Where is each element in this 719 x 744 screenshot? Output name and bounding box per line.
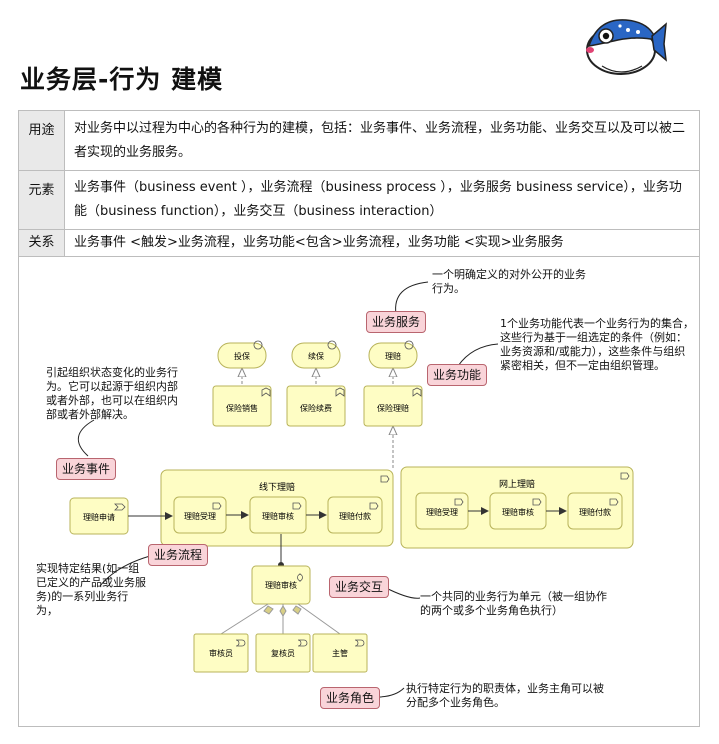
step-label: 理赔付款 xyxy=(579,507,611,517)
service-icon xyxy=(253,340,263,350)
tag-business-role: 业务角色 xyxy=(320,687,381,709)
note-business-interaction: 一个共同的业务行为单元（被一组协作的两个或多个业务角色执行） xyxy=(420,590,607,617)
step-label: 理赔付款 xyxy=(339,511,371,521)
event-icon xyxy=(114,503,126,511)
page-title: 业务层-行为 建模 xyxy=(20,65,224,94)
service-icon xyxy=(404,340,414,350)
function-icon xyxy=(335,387,345,397)
process-icon xyxy=(532,498,542,506)
role-label: 复核员 xyxy=(271,648,295,658)
row-value: 业务事件 <触发>业务流程，业务功能<包含>业务流程，业务功能 <实现>业务服务 xyxy=(64,229,700,257)
note-business-function: 1个业务功能代表一个业务行为的集合，这些行为基于一组选定的条件（例如：业务资源和… xyxy=(500,317,694,372)
note-business-process: 实现特定结果(如一组已定义的产品或业务服务)的一系列业务行为， xyxy=(36,562,146,617)
function-node-renewal xyxy=(286,385,346,427)
row-key: 用途 xyxy=(18,110,65,171)
process-icon xyxy=(380,475,390,483)
tag-business-service: 业务服务 xyxy=(366,311,427,333)
service-label: 投保 xyxy=(234,351,250,361)
table-row: 元素 业务事件（business event ），业务流程（business p… xyxy=(18,170,700,230)
event-label: 理赔申请 xyxy=(83,512,115,522)
service-node-underwriting xyxy=(217,342,267,369)
service-node-claims xyxy=(368,342,418,369)
service-icon xyxy=(327,340,337,350)
service-label: 续保 xyxy=(308,351,324,361)
step-label: 理赔审核 xyxy=(262,511,294,521)
function-node-sales xyxy=(212,385,272,427)
process-icon xyxy=(454,498,464,506)
function-node-claims xyxy=(363,385,423,427)
role-node-rechecker xyxy=(255,633,311,673)
step-label: 理赔受理 xyxy=(426,507,458,517)
process-icon xyxy=(620,472,630,480)
interaction-label: 理赔审核 xyxy=(265,580,297,590)
function-label: 保险理赔 xyxy=(377,403,409,413)
role-icon xyxy=(354,639,365,647)
offline-step-payment xyxy=(327,496,383,534)
step-label: 理赔审核 xyxy=(502,507,534,517)
tag-business-interaction: 业务交互 xyxy=(329,576,390,598)
process-icon xyxy=(292,502,302,510)
row-key: 元素 xyxy=(18,170,65,230)
offline-process-title: 线下理赔 xyxy=(259,481,295,493)
diagram-frame xyxy=(18,257,700,727)
role-label: 主管 xyxy=(332,648,348,658)
step-label: 理赔受理 xyxy=(184,511,216,521)
function-label: 保险销售 xyxy=(226,403,258,413)
note-business-service: 一个明确定义的对外公开的业务行为。 xyxy=(432,268,586,295)
pufferfish-mascot-icon xyxy=(586,19,667,75)
process-icon xyxy=(609,498,619,506)
info-table: 用途 对业务中以过程为中心的各种行为的建模，包括：业务事件、业务流程，业务功能、… xyxy=(18,110,700,257)
row-value: 业务事件（business event ），业务流程（business proc… xyxy=(64,170,700,230)
process-icon xyxy=(212,502,222,510)
role-label: 审核员 xyxy=(209,648,233,658)
role-node-reviewer xyxy=(193,633,249,673)
tag-business-function: 业务功能 xyxy=(427,364,488,386)
row-value: 对业务中以过程为中心的各种行为的建模，包括：业务事件、业务流程，业务功能、业务交… xyxy=(64,110,700,171)
role-node-supervisor xyxy=(312,633,368,673)
interaction-node-claim-review xyxy=(251,565,311,605)
function-icon xyxy=(412,387,422,397)
function-label: 保险续费 xyxy=(300,403,332,413)
online-step-payment xyxy=(567,492,623,530)
service-node-renewal xyxy=(291,342,341,369)
table-row: 关系 业务事件 <触发>业务流程，业务功能<包含>业务流程，业务功能 <实现>业… xyxy=(18,229,700,257)
role-icon xyxy=(297,639,308,647)
online-process-title: 网上理赔 xyxy=(499,478,535,490)
role-icon xyxy=(235,639,246,647)
note-business-event: 引起组织状态变化的业务行为。它可以起源于组织内部或者外部，也可以在组织内部或者外… xyxy=(46,366,178,421)
function-icon xyxy=(261,387,271,397)
tag-business-event: 业务事件 xyxy=(56,458,117,480)
interaction-icon xyxy=(297,573,303,582)
note-business-role: 执行特定行为的职责体，业务主角可以被分配多个业务角色。 xyxy=(406,682,604,709)
table-row: 用途 对业务中以过程为中心的各种行为的建模，包括：业务事件、业务流程，业务功能、… xyxy=(18,110,700,171)
tag-business-process: 业务流程 xyxy=(148,544,209,566)
service-label: 理赔 xyxy=(385,351,401,361)
process-icon xyxy=(369,502,379,510)
